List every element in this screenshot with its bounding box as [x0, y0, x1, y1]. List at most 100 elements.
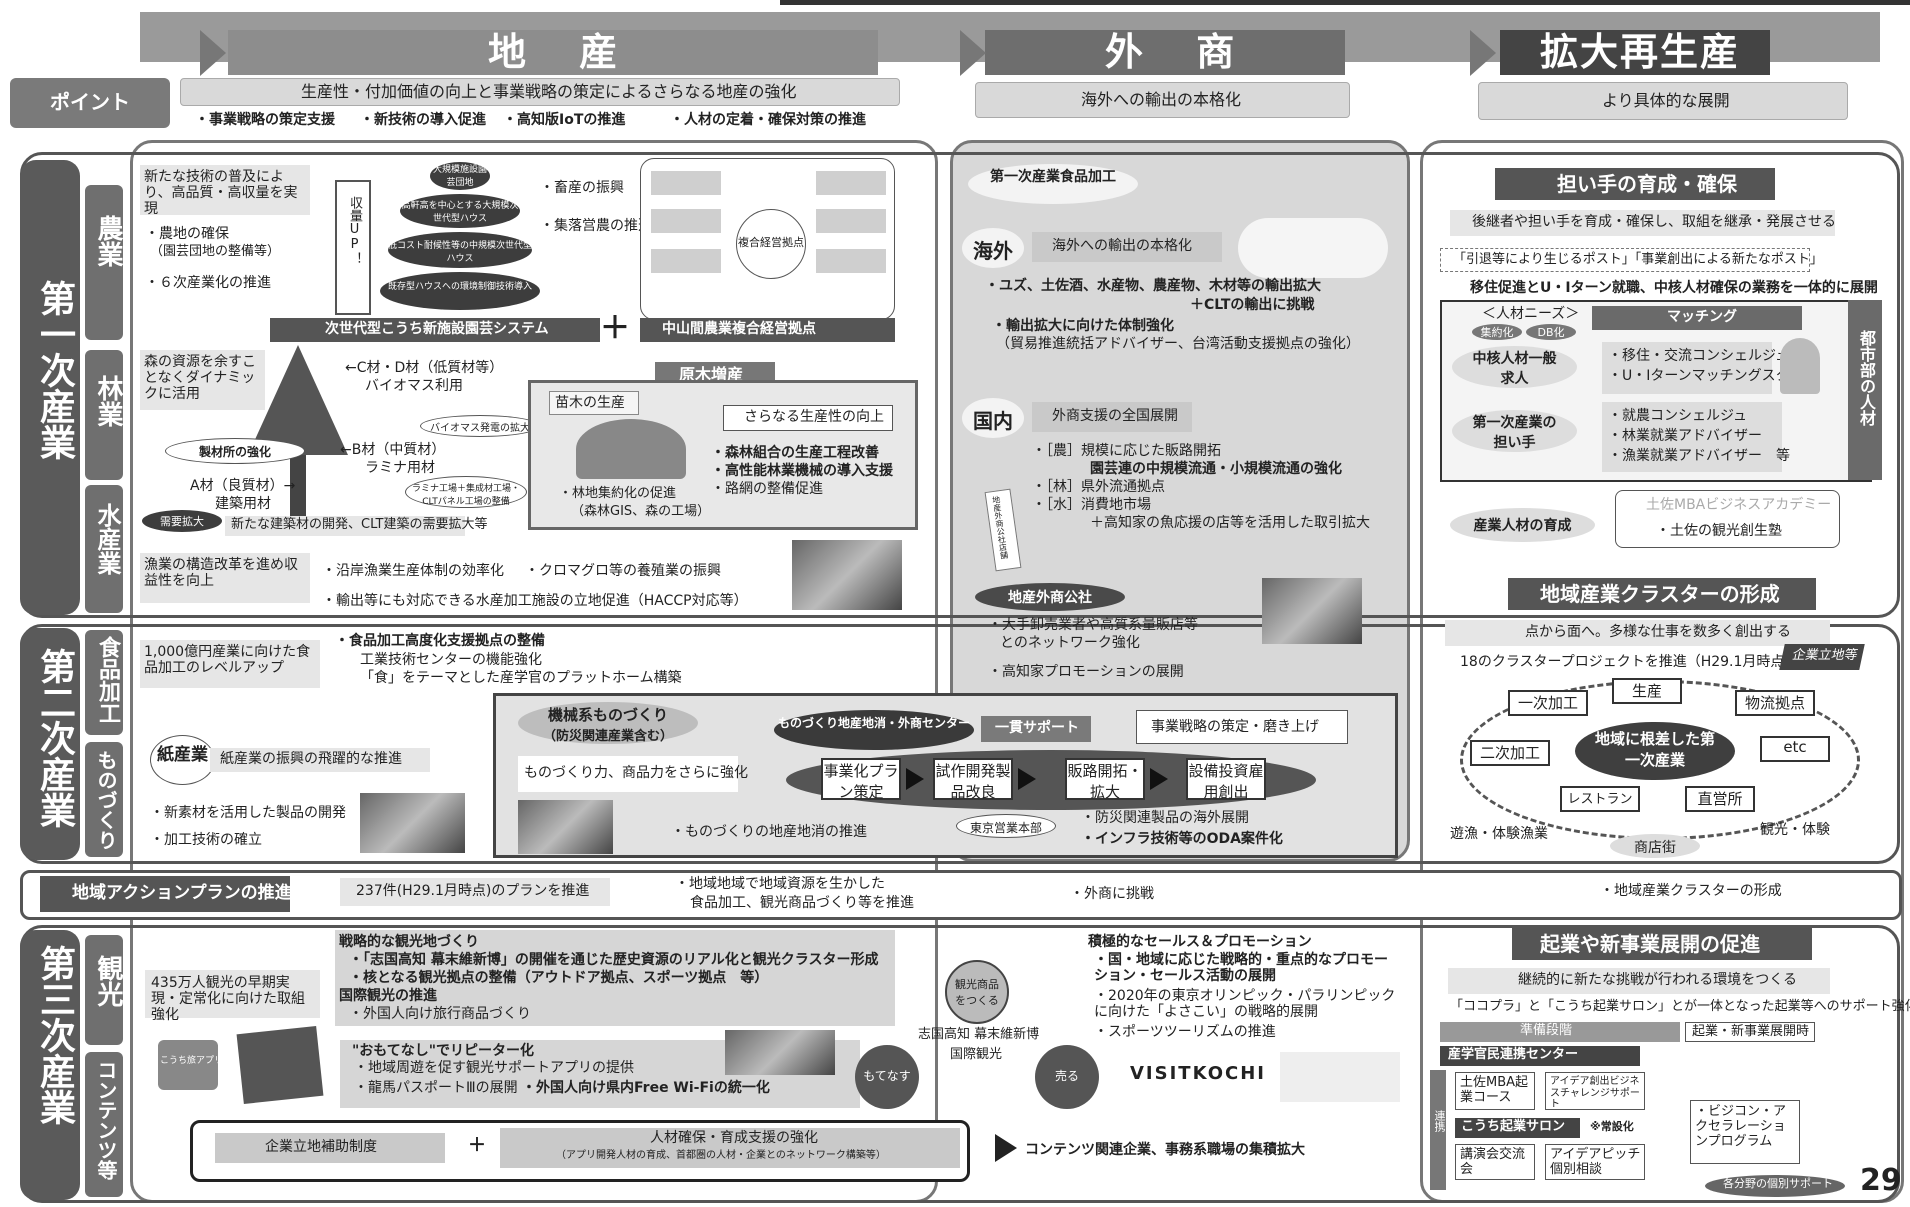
node-restaurant: レストラン [1560, 786, 1640, 812]
point-label: ポイント [50, 90, 130, 114]
tourism-label-text: 観光 [93, 955, 123, 1007]
action-title: 地域アクションプランの推進 [72, 883, 292, 903]
f3: ・漁業就業アドバイザー 等 [1608, 448, 1790, 464]
flow-step-1: 事業化プラン策定 [821, 758, 901, 801]
bullet-newtech: ・新技術の導入促進 [360, 112, 486, 128]
needs: ＜人材ニーズ＞ [1482, 306, 1580, 322]
kaigai-title: 海外への輸出の本格化 [1052, 238, 1192, 254]
cycle-bakumatsu: 志国高知 幕末維新博 [918, 1027, 1040, 1042]
mono-d2: ・インフラ技術等のODA案件化 [1081, 831, 1283, 847]
forest-cluster2: （森林GIS、森の工場） [571, 504, 711, 519]
phase2-summary-box: 海外への輸出の本格化 [975, 82, 1350, 118]
mono-d1: ・防災関連製品の海外展開 [1081, 810, 1249, 826]
flow-step-4: 設備投資雇用創出 [1186, 758, 1266, 801]
world-map [1238, 218, 1388, 278]
kaigai-k3: ・輸出拡大に向けた体制強化 [992, 318, 1174, 334]
fish-label: 水産業 [85, 485, 123, 613]
vision: ・ビジコン・アクセラレーションプログラム [1695, 1104, 1787, 1149]
ninaite-title-box: 担い手の育成・確保 [1495, 168, 1775, 200]
fish-label-text: 水産業 [93, 503, 121, 575]
node-etc: etc [1760, 736, 1830, 762]
bullet-iot: ・高知版IoTの推進 [503, 112, 626, 128]
forest-p1: ・森林組合の生産工程改善 [711, 445, 879, 461]
core-bubble: 中核人材一般求人 [1452, 346, 1577, 388]
food-lead-box: 1,000億円産業に向けた食品加工のレベルアップ [140, 640, 320, 688]
agri-b1: ・農地の確保 [145, 226, 229, 242]
shosha-s1: ・大手卸売業者や高質系量販店等 [988, 617, 1198, 633]
agri-b1sub: （園芸団地の整備等） [150, 244, 281, 259]
kokunai-title: 外商支援の全国展開 [1052, 408, 1178, 424]
paper-text: 紙産業の振興の飛躍的な推進 [220, 751, 402, 767]
kokunai-n4: ・［水］消費地市場 [1032, 497, 1151, 513]
support: 各分野の個別サポート [1723, 1177, 1833, 1190]
action-a2: 食品加工、観光商品づくり等を推進 [690, 895, 914, 911]
cluster-title-box: 地域産業クラスターの形成 [1508, 578, 1816, 610]
hub-item [816, 249, 886, 273]
renkei-bar: 連携 [1430, 1070, 1446, 1190]
hub-item [816, 209, 886, 233]
post-box: 「引退等により生じるポスト」「事業創出による新たなポスト」 [1440, 248, 1823, 272]
kigyou-sub-box: 継続的に新たな挑戦が行われる環境をつくる [1448, 968, 1830, 994]
m1: ・移住・交流コンシェルジュ [1608, 348, 1790, 364]
hub-diagram: 複合経営拠点 [640, 158, 895, 320]
forest-new-box: 新たな建築材の開発、CLT建築の需要拡大等 [225, 516, 487, 536]
vision-box: ・ビジコン・アクセラレーションプログラム [1690, 1100, 1800, 1164]
node-niji: 二次加工 [1470, 740, 1550, 766]
forest-label: 林業 [85, 350, 123, 480]
action-title-box: 地域アクションプランの推進 [40, 876, 292, 912]
t-o1: "おもてなし"でリピーター化 [352, 1043, 535, 1059]
pyramid-level-2: 高軒高を中心とする大規模次世代型ハウス [400, 194, 520, 228]
hub-item [651, 171, 721, 195]
tertiary-sector-label: 第三次産業 [20, 930, 80, 1200]
system-label-box: 次世代型こうち新施設園芸システム [270, 318, 600, 342]
phase1-summary-box: 生産性・付加価値の向上と事業戦略の策定によるさらなる地産の強化 [180, 78, 900, 106]
phase2-summary: 海外への輸出の本格化 [1081, 90, 1242, 109]
ikkan-box: 一貫サポート [981, 716, 1091, 742]
mono-m1: ・新素材を活用した製品の開発 [150, 805, 346, 821]
first-staff-box: ・就農コンシェルジュ ・林業就業アドバイザー ・漁業就業アドバイザー 等 [1602, 402, 1790, 472]
food-b1: ・食品加工高度化支援拠点の整備 [335, 633, 545, 649]
promotion-panel: 積極的なセールス＆プロモーション ・国・地域に応じた戦略的・重点的なプロモーショ… [1080, 932, 1405, 1044]
contents-plus: ＋ [468, 1135, 486, 1156]
f1: ・就農コンシェルジュ [1608, 408, 1748, 424]
salon-box: こうち起業サロン [1455, 1118, 1580, 1138]
sangaku-box: 産学官民連携センター [1440, 1046, 1640, 1066]
paper-text-box: 紙産業の振興の飛躍的な推進 [210, 748, 430, 772]
t-o2: ・地域周遊を促す観光サポートアプリの提供 [354, 1060, 634, 1076]
t-s2: ・「志国高知 幕末維新博」の開催を通じた歴史資源のリアル化と観光クラスター形成 [349, 952, 879, 968]
node-seisan: 生産 [1612, 678, 1682, 704]
phase3-banner: 拡大再生産 [1500, 30, 1770, 75]
arrow-head-1 [200, 30, 226, 76]
log-pile [576, 419, 686, 479]
agri-r1: ・畜産の振興 [540, 180, 624, 196]
t-s1: 戦略的な観光地づくり [339, 934, 479, 950]
contents-result: コンテンツ関連企業、事務系職場の集積拡大 [1025, 1142, 1305, 1158]
sangaku: 産学官民連携センター [1448, 1047, 1579, 1062]
needs-a: 集約化 [1472, 324, 1522, 340]
harbor-photo [792, 540, 902, 610]
phase2-banner: 外 商 [985, 30, 1345, 75]
strategy: 事業戦略の策定・磨き上げ [1151, 719, 1319, 735]
idea: アイデア創出ビジネスチャレンジサポート [1550, 1076, 1640, 1110]
contents-h2: 人材確保・育成支援の強化 [650, 1130, 818, 1146]
action-n-box: 237件(H29.1月時点)のプランを推進 [340, 878, 610, 906]
forest-a2: 建築用材 [215, 496, 271, 512]
koen-box: 講演会交流会 [1455, 1144, 1535, 1180]
kigyo-ji: 起業・新事業展開時 [1692, 1024, 1810, 1039]
mono-center: ものづくり地産地消・外商センター [774, 710, 974, 750]
forest-new: 新たな建築材の開発、CLT建築の需要拡大等 [231, 517, 488, 532]
first-bubble: 第一次産業の担い手 [1452, 410, 1577, 452]
ninaite-sub-box: 後継者や担い手を育成・確保し、取組を継承・発展させる [1450, 210, 1836, 236]
koen: 講演会交流会 [1460, 1147, 1526, 1177]
seedling-box: 苗木の生産 [549, 391, 639, 415]
ikkan: 一貫サポート [995, 720, 1079, 736]
hub-label: 中山間農業複合経営拠点 [662, 321, 816, 337]
contents-h1-box: 企業立地補助制度 [215, 1133, 445, 1163]
node-ichiji: 一次加工 [1508, 690, 1588, 716]
academy-box: 土佐MBAビジネスアカデミー ・土佐の観光創生塾 [1615, 490, 1840, 548]
node-chokuei: 直営所 [1685, 786, 1755, 812]
forest-lead: 森の資源を余すことなくダイナミックに活用 [144, 354, 256, 403]
matching-arrow: マッチング [1592, 306, 1802, 330]
shop-sign-text: 地産外商公社店舗 [991, 495, 1010, 560]
kokunai-bubble: 国内 [962, 398, 1024, 438]
